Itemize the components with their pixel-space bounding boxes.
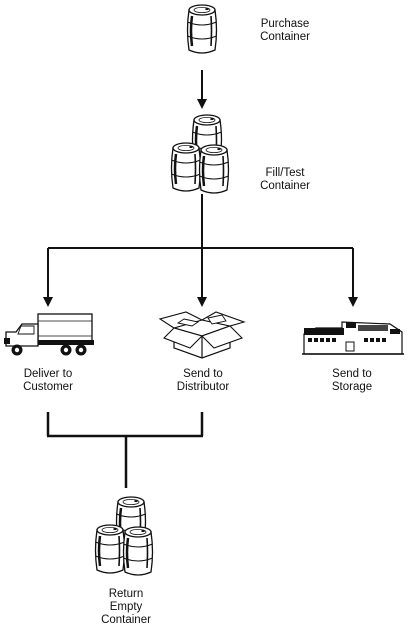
truck-icon <box>4 313 94 356</box>
send-to-storage-label: Send to Storage <box>331 368 373 393</box>
connectors <box>43 70 358 488</box>
deliver-to-customer-label: Deliver to Customer <box>23 368 73 393</box>
warehouse-icon <box>302 321 404 355</box>
send-to-distributor-label: Send to Distributor <box>176 368 230 393</box>
purchase-container-label: Purchase Container <box>260 18 310 43</box>
barrels-group-icon-return <box>94 495 154 577</box>
return-empty-container-label: Return Empty Container <box>101 588 151 626</box>
open-box-icon <box>158 311 246 359</box>
barrel-icon <box>186 3 218 55</box>
fill-test-container-label: Fill/Test Container <box>260 167 310 192</box>
barrels-group-icon <box>170 113 230 195</box>
